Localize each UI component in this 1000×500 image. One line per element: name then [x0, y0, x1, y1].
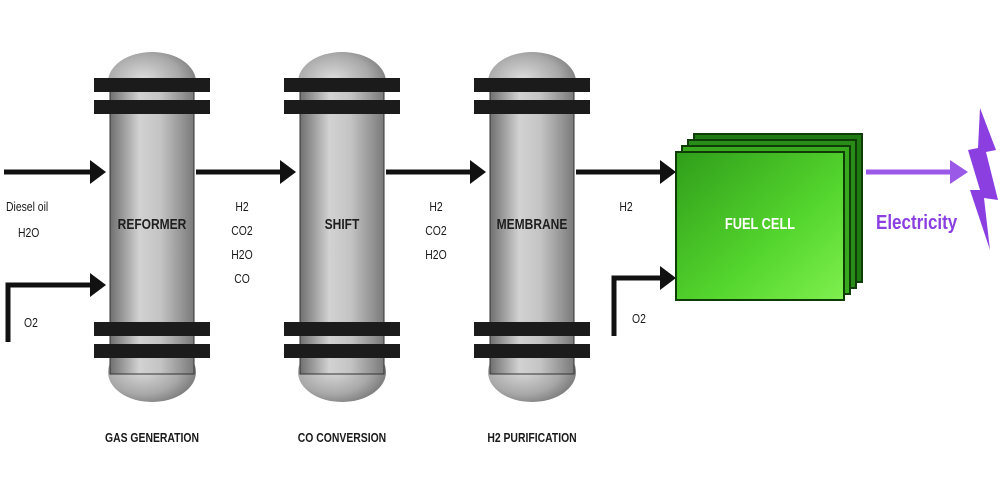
arrow-reformer-to-shift [196, 160, 296, 184]
stream-component: CO2 [425, 223, 447, 238]
stage-label-co-conversion: CO CONVERSION [297, 430, 387, 445]
stream-reformer-to-shift: H2 CO2 H2O CO [222, 198, 262, 288]
reformer-label: REFORMER [117, 216, 187, 233]
stream-component: H2 [429, 199, 443, 214]
electricity-arrow [866, 160, 968, 184]
reformer-vessel [94, 52, 210, 402]
feed-label-water: H2O [18, 225, 40, 240]
feed-label-diesel: Diesel oil [6, 199, 49, 214]
stream-component: H2O [425, 247, 447, 262]
stream-component: CO2 [231, 223, 253, 238]
oxygen-arrow-1 [5, 273, 106, 342]
oxygen-label-1: O2 [24, 315, 38, 330]
feed-arrow [4, 160, 106, 184]
lightning-bolt-icon [968, 108, 998, 250]
oxygen-label-2: O2 [632, 311, 646, 326]
membrane-vessel [474, 52, 590, 402]
shift-vessel [284, 52, 400, 402]
stage-label-gas-generation: GAS GENERATION [105, 430, 199, 445]
fuel-cell-label: FUEL CELL [724, 216, 796, 233]
stream-component: CO [234, 271, 250, 286]
arrow-membrane-to-fuel-cell [576, 160, 676, 184]
oxygen-arrow-2 [611, 266, 676, 336]
stream-component: H2 [619, 199, 633, 214]
stream-component: H2O [231, 247, 253, 262]
stage-label-h2-purification: H2 PURIFICATION [487, 430, 577, 445]
arrow-shift-to-membrane [386, 160, 486, 184]
membrane-label: MEMBRANE [496, 216, 568, 233]
stream-membrane-to-fuel-cell: H2 [606, 198, 646, 216]
electricity-label: Electricity [876, 212, 958, 234]
stream-component: H2 [235, 199, 249, 214]
shift-label: SHIFT [324, 216, 360, 233]
stream-shift-to-membrane: H2 CO2 H2O [416, 198, 456, 264]
fuel-cell-stack [675, 133, 863, 301]
